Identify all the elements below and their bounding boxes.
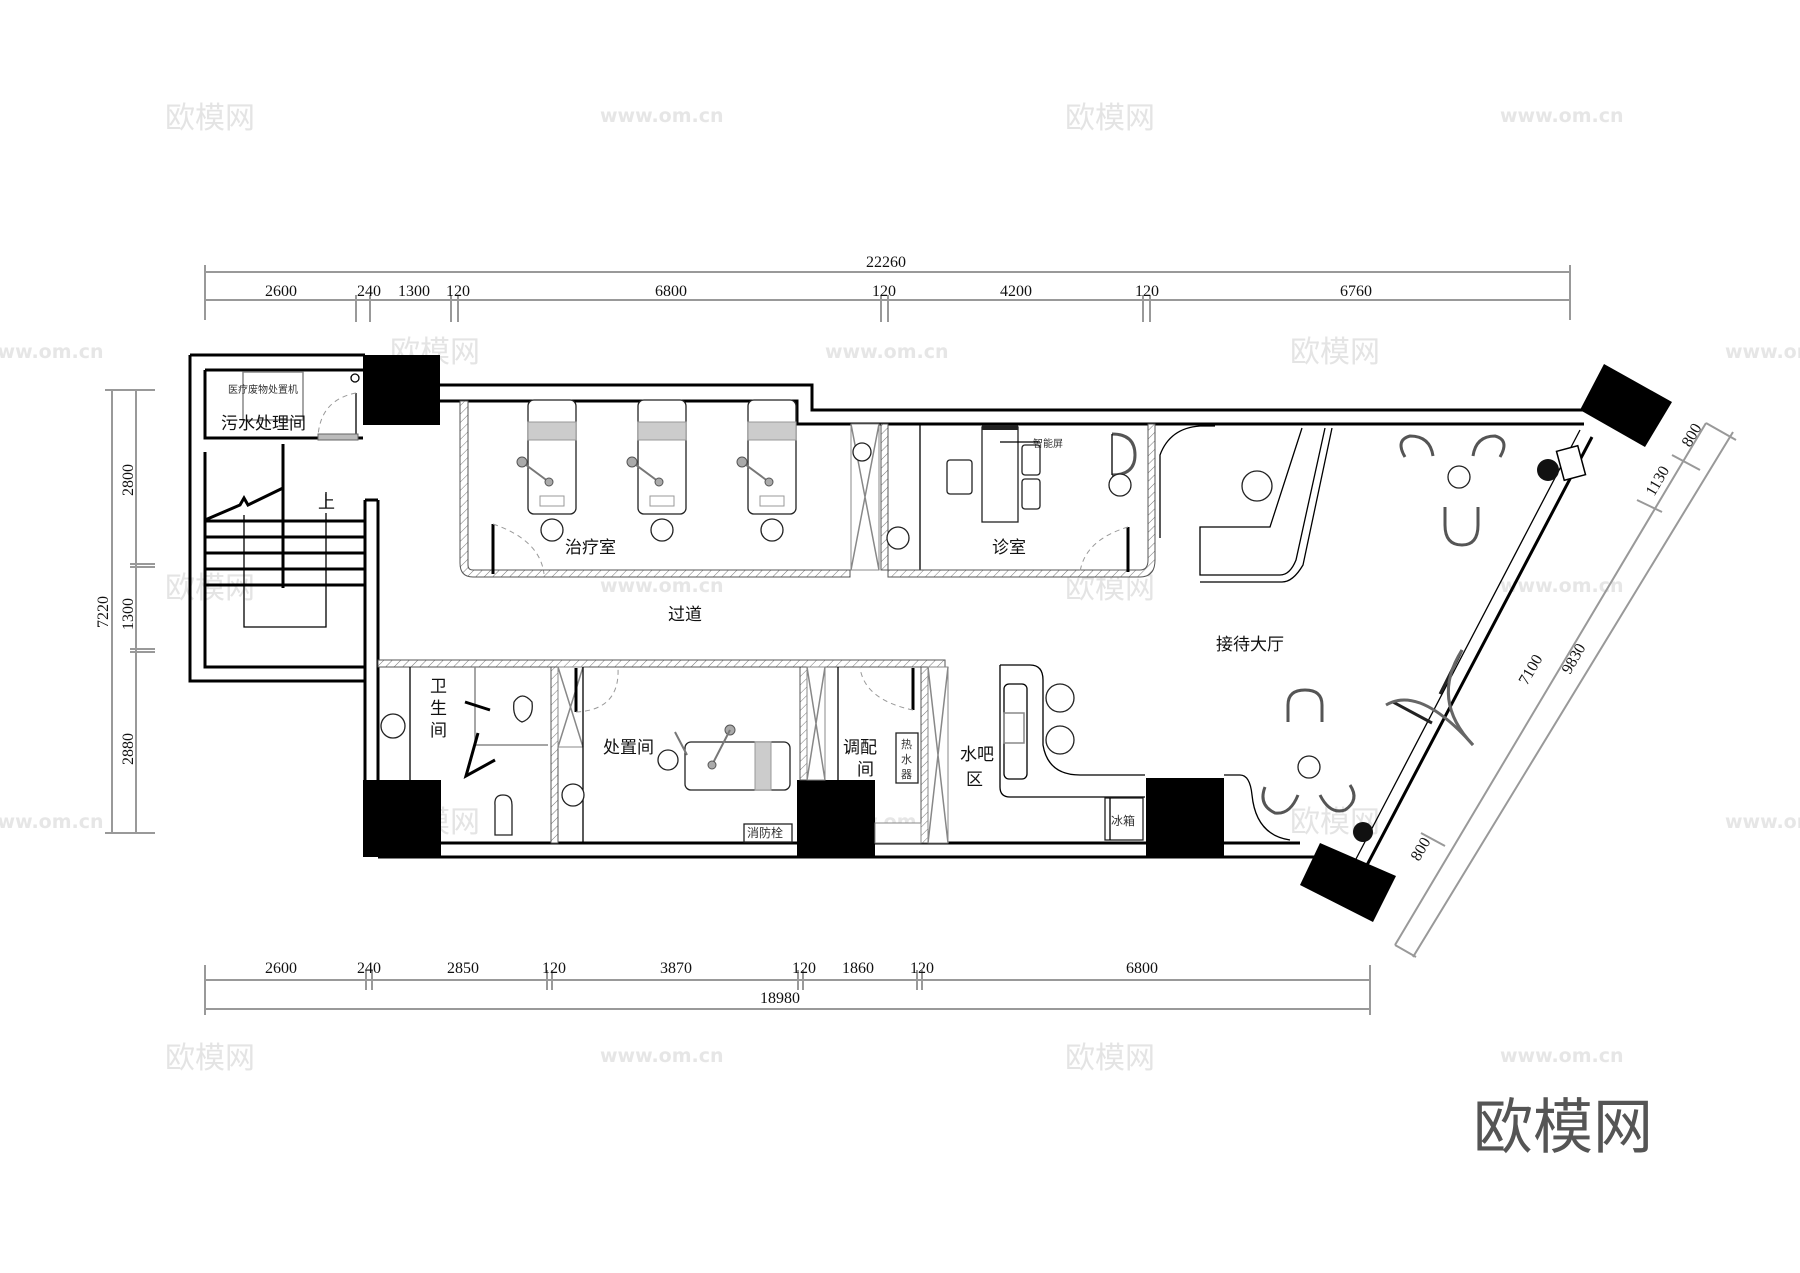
right-dimensions: 800 1130 7100 800 9830: [1394, 421, 1737, 958]
label-medical-waste-machine: 医疗废物处置机: [228, 383, 298, 396]
dim-bottom-overall: 18980: [760, 990, 800, 1007]
watermark-url: www.om.cn: [0, 811, 104, 833]
label-mixing-room: 调配: [843, 738, 877, 758]
label-water-heater: 热: [901, 738, 912, 751]
watermark-url: www.om.cn: [600, 575, 724, 597]
column: [363, 355, 440, 425]
left-dimensions: 7220 2800 1300 2880: [95, 389, 155, 834]
dim-bottom-seg: 2850: [447, 960, 479, 977]
label-restroom: 卫: [430, 677, 447, 697]
column: [1146, 778, 1224, 857]
watermark-url: www.om.cn: [600, 1045, 724, 1067]
watermark-logo: 欧模网: [165, 571, 255, 606]
consult-room: 智能屏 诊室: [887, 423, 1156, 578]
column: [363, 780, 441, 857]
watermark-logo: 欧模网: [165, 1041, 255, 1076]
sewage-room: 医疗废物处置机 污水处理间: [221, 371, 360, 441]
lower-rooms: 卫 生 间 消防栓 处置间 调配 间 热: [377, 659, 949, 844]
watermark-url: www.om.cn: [1500, 105, 1624, 127]
dim-top-seg: 120: [1135, 283, 1159, 300]
label-water-bar: 水吧: [960, 745, 994, 765]
dim-right-seg: 1130: [1643, 463, 1673, 499]
label-fire-hydrant: 消防栓: [747, 825, 783, 840]
dim-top-seg: 120: [872, 283, 896, 300]
watermark-url: www.om.cn: [0, 341, 104, 363]
dim-top-seg: 6800: [655, 283, 687, 300]
dim-bottom-seg: 3870: [660, 960, 692, 977]
structural-columns: [363, 355, 1672, 922]
dim-bottom-seg: 1860: [842, 960, 874, 977]
dim-bottom-seg: 120: [910, 960, 934, 977]
column: [1580, 364, 1672, 447]
dim-top-overall: 22260: [866, 254, 906, 271]
watermark-url: www.om.cn: [1500, 1045, 1624, 1067]
label-treatment-room: 治疗室: [565, 538, 616, 558]
watermark-url: www.om.cn: [600, 105, 724, 127]
treatment-bed: [736, 399, 797, 542]
label-restroom: 生: [430, 699, 447, 719]
label-corridor: 过道: [668, 605, 702, 625]
column: [1300, 843, 1396, 922]
label-reception-hall: 接待大厅: [1216, 635, 1284, 655]
bottom-dimensions: 2600 240 2850 120 3870 120 1860 120 6800…: [204, 960, 1371, 1015]
watermark-logo: 欧模网: [1065, 1041, 1155, 1076]
top-dimensions: 22260 2600 240 1300 120 6800 120 4200 12…: [204, 254, 1571, 322]
dim-top-seg: 6760: [1340, 283, 1372, 300]
watermark-logo: 欧模网: [165, 101, 255, 136]
watermark-logo: 欧模网: [1290, 335, 1380, 370]
label-water-heater: 器: [901, 768, 912, 781]
label-sewage-room: 污水处理间: [221, 414, 306, 434]
watermark-big-logo: 欧模网: [1473, 1093, 1653, 1163]
label-mixing-room: 间: [857, 760, 874, 780]
dim-left-seg: 1300: [120, 598, 137, 630]
staircase: 上: [204, 444, 365, 628]
dim-left-seg: 2800: [120, 464, 137, 496]
watermark-logo: 欧模网: [1065, 101, 1155, 136]
dim-right-seg: 7100: [1516, 652, 1547, 688]
dim-bottom-seg: 240: [357, 960, 381, 977]
dim-top-seg: 4200: [1000, 283, 1032, 300]
label-stairs-up: 上: [318, 493, 335, 513]
watermark-url: www.om.cn: [1725, 811, 1800, 833]
dim-top-seg: 240: [357, 283, 381, 300]
label-water-bar: 区: [966, 770, 983, 790]
label-consult-room: 诊室: [992, 538, 1026, 558]
watermark-url: www.om.cn: [1725, 341, 1800, 363]
reception-hall: 接待大厅: [1159, 425, 1587, 842]
water-bar-area: 水吧 区 冰箱: [960, 664, 1291, 841]
dim-bottom-seg: 120: [792, 960, 816, 977]
treatment-bed: [626, 399, 687, 542]
dim-top-seg: 2600: [265, 283, 297, 300]
dim-left-overall: 7220: [95, 596, 112, 628]
label-restroom: 间: [430, 721, 447, 741]
dim-top-seg: 1300: [398, 283, 430, 300]
watermark-layer: 欧模网 www.om.cn 欧模网 www.om.cn www.om.cn 欧模…: [0, 101, 1800, 1076]
dim-right-overall: 9830: [1559, 641, 1590, 677]
dim-bottom-seg: 2600: [265, 960, 297, 977]
column: [797, 780, 875, 857]
dim-left-seg: 2880: [120, 733, 137, 765]
treatment-room: 治疗室: [459, 399, 910, 578]
label-smart-screen: 智能屏: [1033, 437, 1063, 450]
dim-bottom-seg: 120: [542, 960, 566, 977]
label-disposal-room: 处置间: [603, 738, 654, 758]
watermark-url: www.om.cn: [825, 341, 949, 363]
treatment-bed: [516, 399, 577, 542]
dim-top-seg: 120: [446, 283, 470, 300]
dim-right-seg: 800: [1679, 421, 1706, 450]
watermark-url: www.om.cn: [1500, 575, 1624, 597]
label-water-heater: 水: [901, 753, 912, 766]
label-fridge: 冰箱: [1111, 813, 1135, 828]
dim-bottom-seg: 6800: [1126, 960, 1158, 977]
